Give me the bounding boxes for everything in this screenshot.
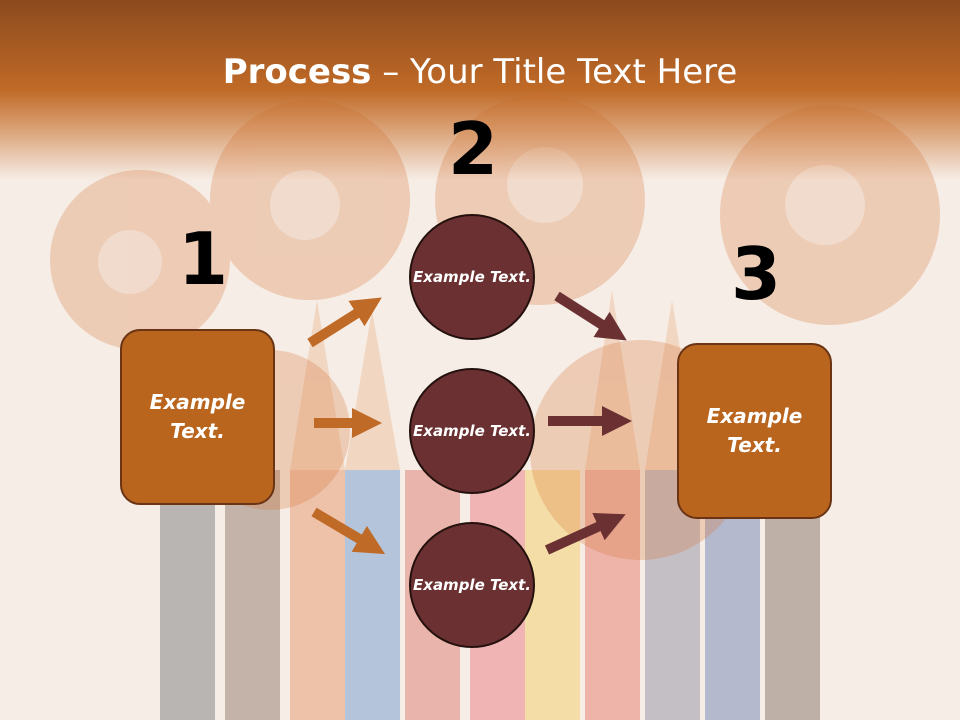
title-bold: Process (222, 52, 372, 92)
title-banner (0, 0, 960, 180)
circle-middle[interactable]: Example Text. (409, 368, 535, 494)
arrow-top-to-right (554, 291, 627, 341)
step-number-1[interactable]: 1 (178, 217, 229, 301)
step-number-2[interactable]: 2 (448, 107, 499, 191)
circle-top[interactable]: Example Text. (409, 214, 535, 340)
left-text-box[interactable]: Example Text. (120, 329, 275, 505)
right-text-box[interactable]: Example Text. (677, 343, 832, 519)
arrow-left-to-bottom (311, 507, 386, 555)
title-rest: – Your Title Text Here (371, 52, 738, 92)
arrow-bottom-to-right (544, 512, 626, 555)
circle-bottom[interactable]: Example Text. (409, 522, 535, 648)
slide-title[interactable]: Process – Your Title Text Here (0, 52, 960, 92)
step-number-3[interactable]: 3 (731, 232, 782, 316)
arrow-left-to-top (307, 297, 382, 348)
